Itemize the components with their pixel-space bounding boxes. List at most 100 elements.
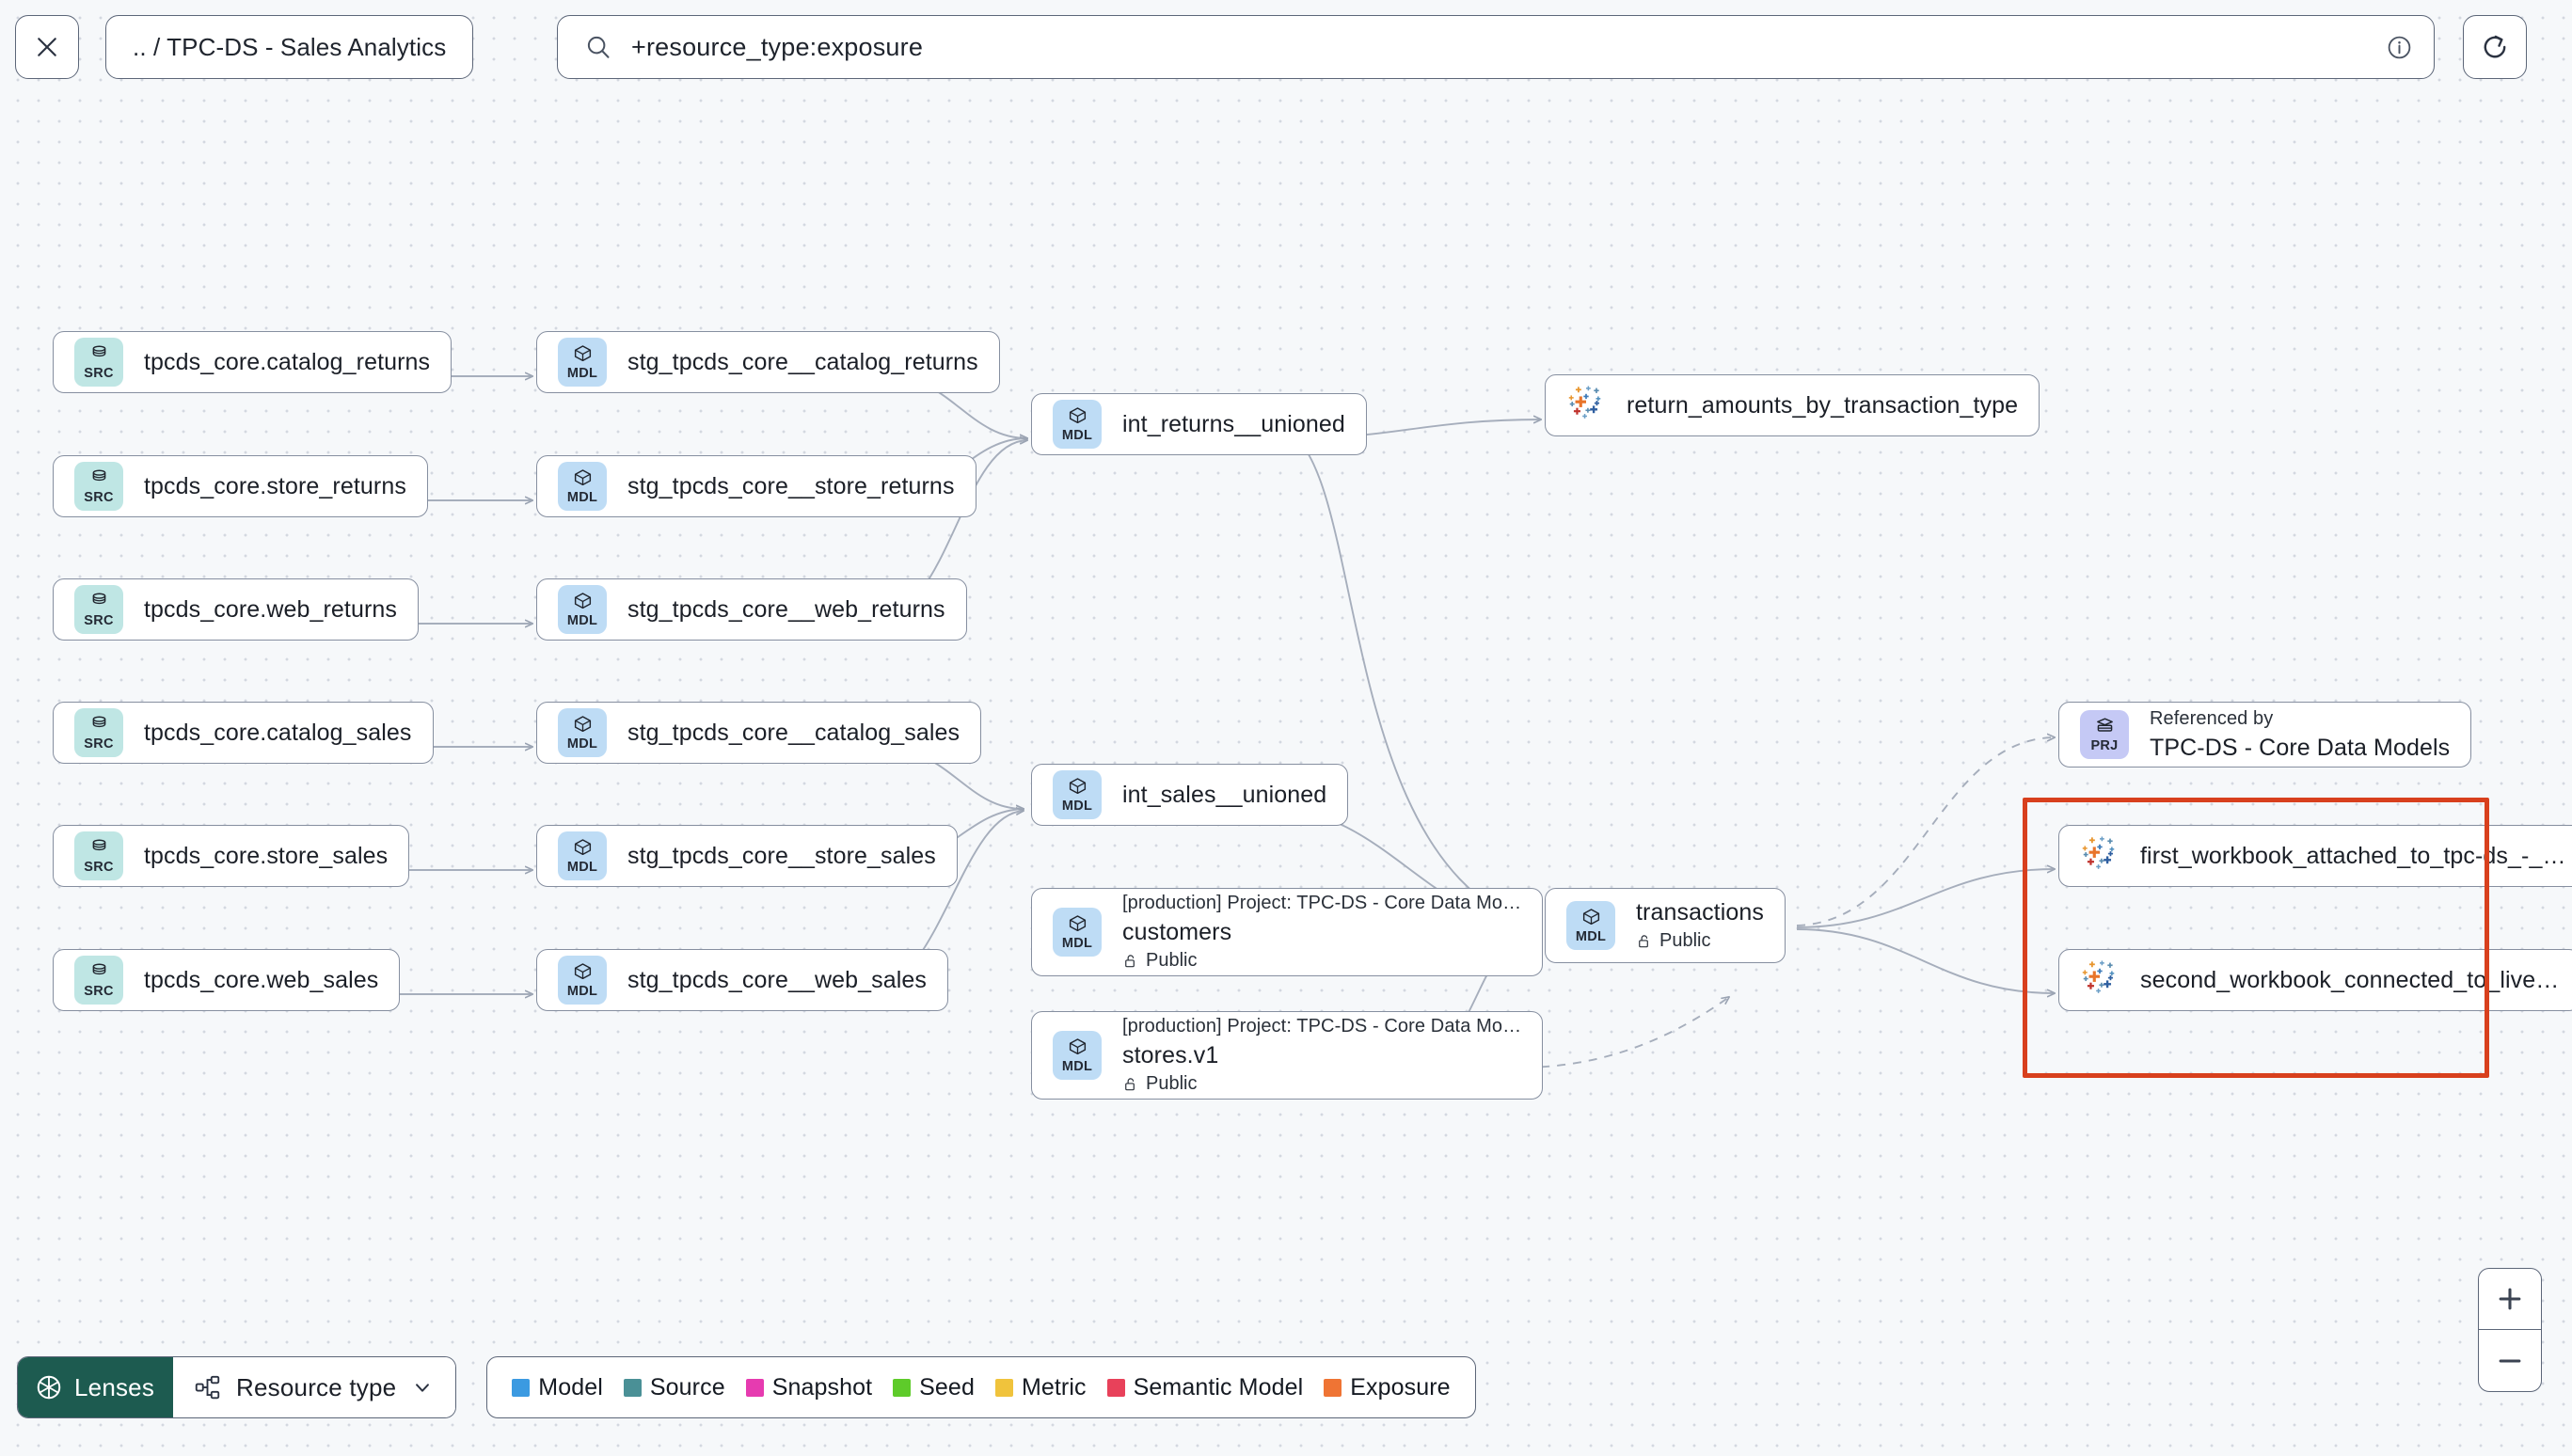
cube-icon xyxy=(1069,778,1086,795)
graph-node-first_workbook[interactable]: first_workbook_attached_to_tpc-ds_-_… xyxy=(2058,825,2572,887)
database-icon xyxy=(92,593,105,605)
lenses-button[interactable]: Lenses xyxy=(18,1357,174,1417)
graph-node-src_catalog_returns[interactable]: SRC tpcds_core.catalog_returns xyxy=(53,331,452,393)
graph-node-customers[interactable]: MDL [production] Project: TPC-DS - Core … xyxy=(1031,888,1544,976)
resource-type-dropdown[interactable]: Resource type xyxy=(173,1357,456,1417)
plus-icon xyxy=(2499,1288,2521,1310)
node-title: stg_tpcds_core__web_sales xyxy=(627,966,927,993)
node-title: stg_tpcds_core__catalog_sales xyxy=(627,719,961,746)
breadcrumb[interactable]: .. / TPC-DS - Sales Analytics xyxy=(105,15,474,79)
resource-type-code: MDL xyxy=(566,860,598,876)
lenses-group: Lenses Resource type xyxy=(17,1356,457,1418)
legend-label: Metric xyxy=(1021,1373,1087,1401)
close-button[interactable] xyxy=(15,15,79,79)
resource-type-badge-mdl: MDL xyxy=(558,956,607,1005)
resource-type-badge-src: SRC xyxy=(74,831,123,880)
graph-node-int_sales_unioned[interactable]: MDL int_sales__unioned xyxy=(1031,764,1349,826)
resource-type-badge-mdl: MDL xyxy=(558,338,607,387)
graph-node-stg_catalog_sales[interactable]: MDL stg_tpcds_core__catalog_sales xyxy=(536,702,982,764)
graph-node-return_amounts[interactable]: return_amounts_by_transaction_type xyxy=(1545,374,2040,436)
graph-node-src_catalog_sales[interactable]: SRC tpcds_core.catalog_sales xyxy=(53,702,434,764)
graph-node-stg_store_returns[interactable]: MDL stg_tpcds_core__store_returns xyxy=(536,455,976,517)
legend-item-metric[interactable]: Metric xyxy=(994,1373,1087,1401)
graph-node-stg_store_sales[interactable]: MDL stg_tpcds_core__store_sales xyxy=(536,825,958,887)
resource-type-badge-src: SRC xyxy=(74,956,123,1005)
database-icon xyxy=(92,716,105,728)
node-title: TPC-DS - Core Data Models xyxy=(2150,734,2451,761)
node-title: stg_tpcds_core__store_returns xyxy=(627,472,955,499)
legend-label: Source xyxy=(649,1373,725,1401)
legend-label: Semantic Model xyxy=(1133,1373,1304,1401)
resource-type-badge-mdl: MDL xyxy=(558,831,607,880)
cube-icon xyxy=(574,716,591,733)
legend-item-exposure[interactable]: Exposure xyxy=(1324,1374,1451,1401)
resource-type-badge-mdl: MDL xyxy=(558,708,607,757)
cube-icon xyxy=(1069,407,1086,424)
info-circle-icon[interactable] xyxy=(2386,34,2413,61)
database-icon xyxy=(92,469,105,482)
legend-label: Snapshot xyxy=(771,1373,873,1401)
resource-type-badge-mdl: MDL xyxy=(1053,1031,1102,1080)
graph-node-src_web_sales[interactable]: SRC tpcds_core.web_sales xyxy=(53,949,401,1011)
node-body: int_sales__unioned xyxy=(1122,782,1326,809)
search-input[interactable]: +resource_type:exposure xyxy=(557,15,2435,79)
node-body: tpcds_core.web_returns xyxy=(144,596,397,624)
node-title: stg_tpcds_core__web_returns xyxy=(627,595,945,623)
resource-type-code: MDL xyxy=(566,613,598,629)
cube-icon xyxy=(1069,915,1086,932)
legend-item-seed[interactable]: Seed xyxy=(893,1374,975,1401)
legend-item-model[interactable]: Model xyxy=(512,1374,603,1401)
tableau-icon xyxy=(2080,960,2120,1000)
graph-node-src_store_returns[interactable]: SRC tpcds_core.store_returns xyxy=(53,455,428,517)
refresh-button[interactable] xyxy=(2463,15,2527,79)
legend-swatch xyxy=(512,1378,531,1397)
node-body: int_returns__unioned xyxy=(1122,411,1345,438)
node-body: stg_tpcds_core__catalog_returns xyxy=(627,349,978,376)
graph-node-stg_web_sales[interactable]: MDL stg_tpcds_core__web_sales xyxy=(536,949,948,1011)
node-title: first_workbook_attached_to_tpc-ds_-_… xyxy=(2140,842,2566,869)
legend-item-snapshot[interactable]: Snapshot xyxy=(745,1373,873,1401)
resource-type-badge-mdl: MDL xyxy=(1053,770,1102,819)
database-icon xyxy=(92,963,105,975)
node-title: int_returns__unioned xyxy=(1122,410,1345,437)
node-title: int_sales__unioned xyxy=(1122,781,1327,808)
node-body: stg_tpcds_core__web_returns xyxy=(627,596,945,624)
node-title: stg_tpcds_core__catalog_returns xyxy=(627,348,978,375)
graph-node-stg_catalog_returns[interactable]: MDL stg_tpcds_core__catalog_returns xyxy=(536,331,1000,393)
node-body: stg_tpcds_core__catalog_sales xyxy=(627,720,960,747)
project-stack-icon xyxy=(2096,718,2113,732)
node-graph-icon xyxy=(195,1375,220,1400)
close-icon xyxy=(38,38,56,56)
node-title: customers xyxy=(1122,918,1232,945)
cube-icon xyxy=(1069,1038,1086,1055)
graph-node-stores_v1[interactable]: MDL [production] Project: TPC-DS - Core … xyxy=(1031,1011,1544,1100)
graph-node-transactions[interactable]: MDL transactions Public xyxy=(1545,888,1786,963)
node-title: tpcds_core.catalog_sales xyxy=(144,719,412,746)
legend-item-semantic-model[interactable]: Semantic Model xyxy=(1106,1373,1304,1401)
resource-type-code: MDL xyxy=(566,736,598,752)
graph-node-src_web_returns[interactable]: SRC tpcds_core.web_returns xyxy=(53,578,420,641)
graph-node-int_returns_unioned[interactable]: MDL int_returns__unioned xyxy=(1031,393,1367,455)
zoom-out-button[interactable] xyxy=(2479,1330,2541,1391)
node-title: tpcds_core.web_returns xyxy=(144,595,398,623)
search-query-text: +resource_type:exposure xyxy=(631,32,924,61)
top-toolbar: .. / TPC-DS - Sales Analytics +resource_… xyxy=(0,0,2572,109)
resource-type-badge-mdl: MDL xyxy=(1053,400,1102,449)
graph-node-stg_web_returns[interactable]: MDL stg_tpcds_core__web_returns xyxy=(536,578,967,641)
resource-type-code: MDL xyxy=(1061,936,1093,952)
resource-type-code: MDL xyxy=(566,984,598,1000)
tableau-icon xyxy=(1566,386,1606,425)
node-body: tpcds_core.catalog_sales xyxy=(144,720,412,747)
legend-item-source[interactable]: Source xyxy=(623,1373,725,1401)
graph-node-src_store_sales[interactable]: SRC tpcds_core.store_sales xyxy=(53,825,410,887)
zoom-in-button[interactable] xyxy=(2479,1269,2541,1330)
node-visibility: Public xyxy=(1122,1073,1521,1095)
node-subtitle: Referenced by xyxy=(2150,707,2274,729)
resource-type-code: MDL xyxy=(1061,1059,1093,1075)
tableau-logo-icon xyxy=(2082,836,2115,869)
node-body: transactions Public xyxy=(1636,899,1764,953)
graph-node-second_workbook[interactable]: second_workbook_connected_to_live… xyxy=(2058,949,2572,1011)
resource-type-code: SRC xyxy=(84,860,114,876)
node-body: stg_tpcds_core__store_sales xyxy=(627,843,936,870)
